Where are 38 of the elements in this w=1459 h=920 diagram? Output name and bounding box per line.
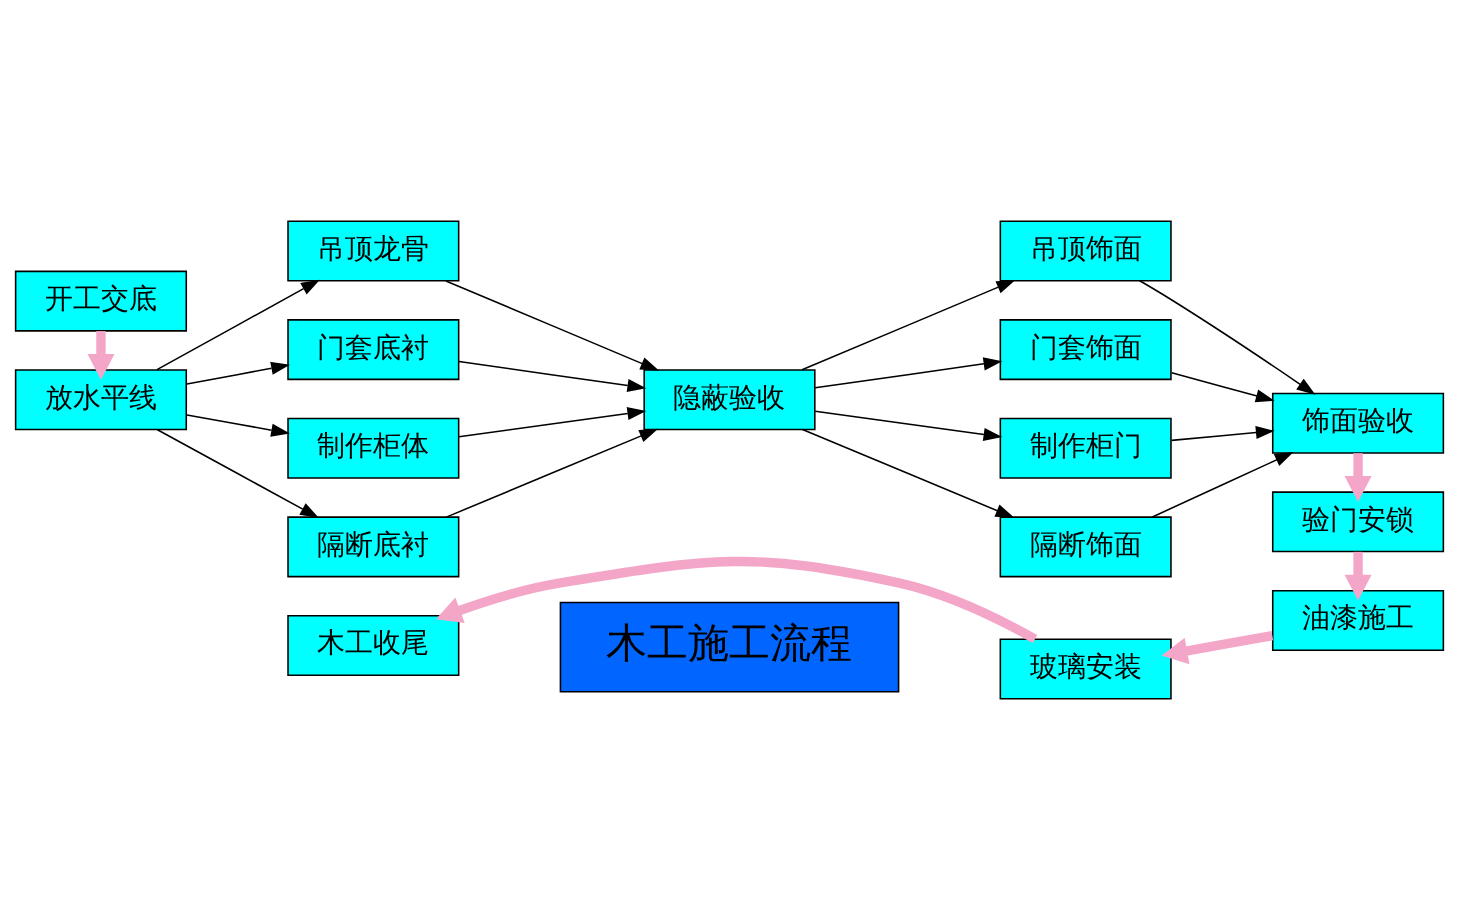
arrow xyxy=(87,331,115,380)
arrow xyxy=(445,428,659,518)
node-box: 饰面验收 xyxy=(1271,392,1445,454)
node-box: 门套底衬 xyxy=(287,319,460,381)
node-box: 隐蔽验收 xyxy=(643,369,816,431)
node-box: 制作柜体 xyxy=(287,417,460,479)
node-box: 门套饰面 xyxy=(999,319,1172,381)
arrow xyxy=(814,357,1003,389)
arrow xyxy=(445,280,660,371)
arrow xyxy=(1344,551,1372,601)
arrow xyxy=(186,361,290,385)
arrow xyxy=(1170,371,1275,403)
arrow xyxy=(801,279,1016,371)
arrow xyxy=(1161,631,1274,665)
arrow xyxy=(458,360,647,392)
node-box: 开工交底 xyxy=(14,270,188,332)
node-box: 吊顶饰面 xyxy=(999,220,1172,282)
node-box: 隔断饰面 xyxy=(999,516,1172,578)
node-box: 吊顶龙骨 xyxy=(287,220,460,282)
arrow xyxy=(1151,452,1294,518)
node-box: 油漆施工 xyxy=(1271,589,1445,651)
arrow xyxy=(801,428,1015,518)
arrow xyxy=(156,428,319,519)
arrow xyxy=(814,410,1003,441)
node-box: 隔断底衬 xyxy=(287,516,460,578)
node-box: 验门安锁 xyxy=(1271,491,1445,553)
arrow xyxy=(1139,280,1316,395)
arrow xyxy=(1170,426,1275,442)
node-box: 木工施工流程 xyxy=(559,601,900,693)
node-box: 制作柜门 xyxy=(999,417,1172,479)
arrow xyxy=(435,556,1038,644)
arrow xyxy=(1344,453,1372,502)
node-box: 放水平线 xyxy=(14,369,188,431)
arrow xyxy=(458,407,647,438)
node-box: 木工收尾 xyxy=(287,615,460,677)
arrow xyxy=(156,279,320,371)
arrow xyxy=(186,414,290,437)
node-box: 玻璃安装 xyxy=(999,638,1172,700)
